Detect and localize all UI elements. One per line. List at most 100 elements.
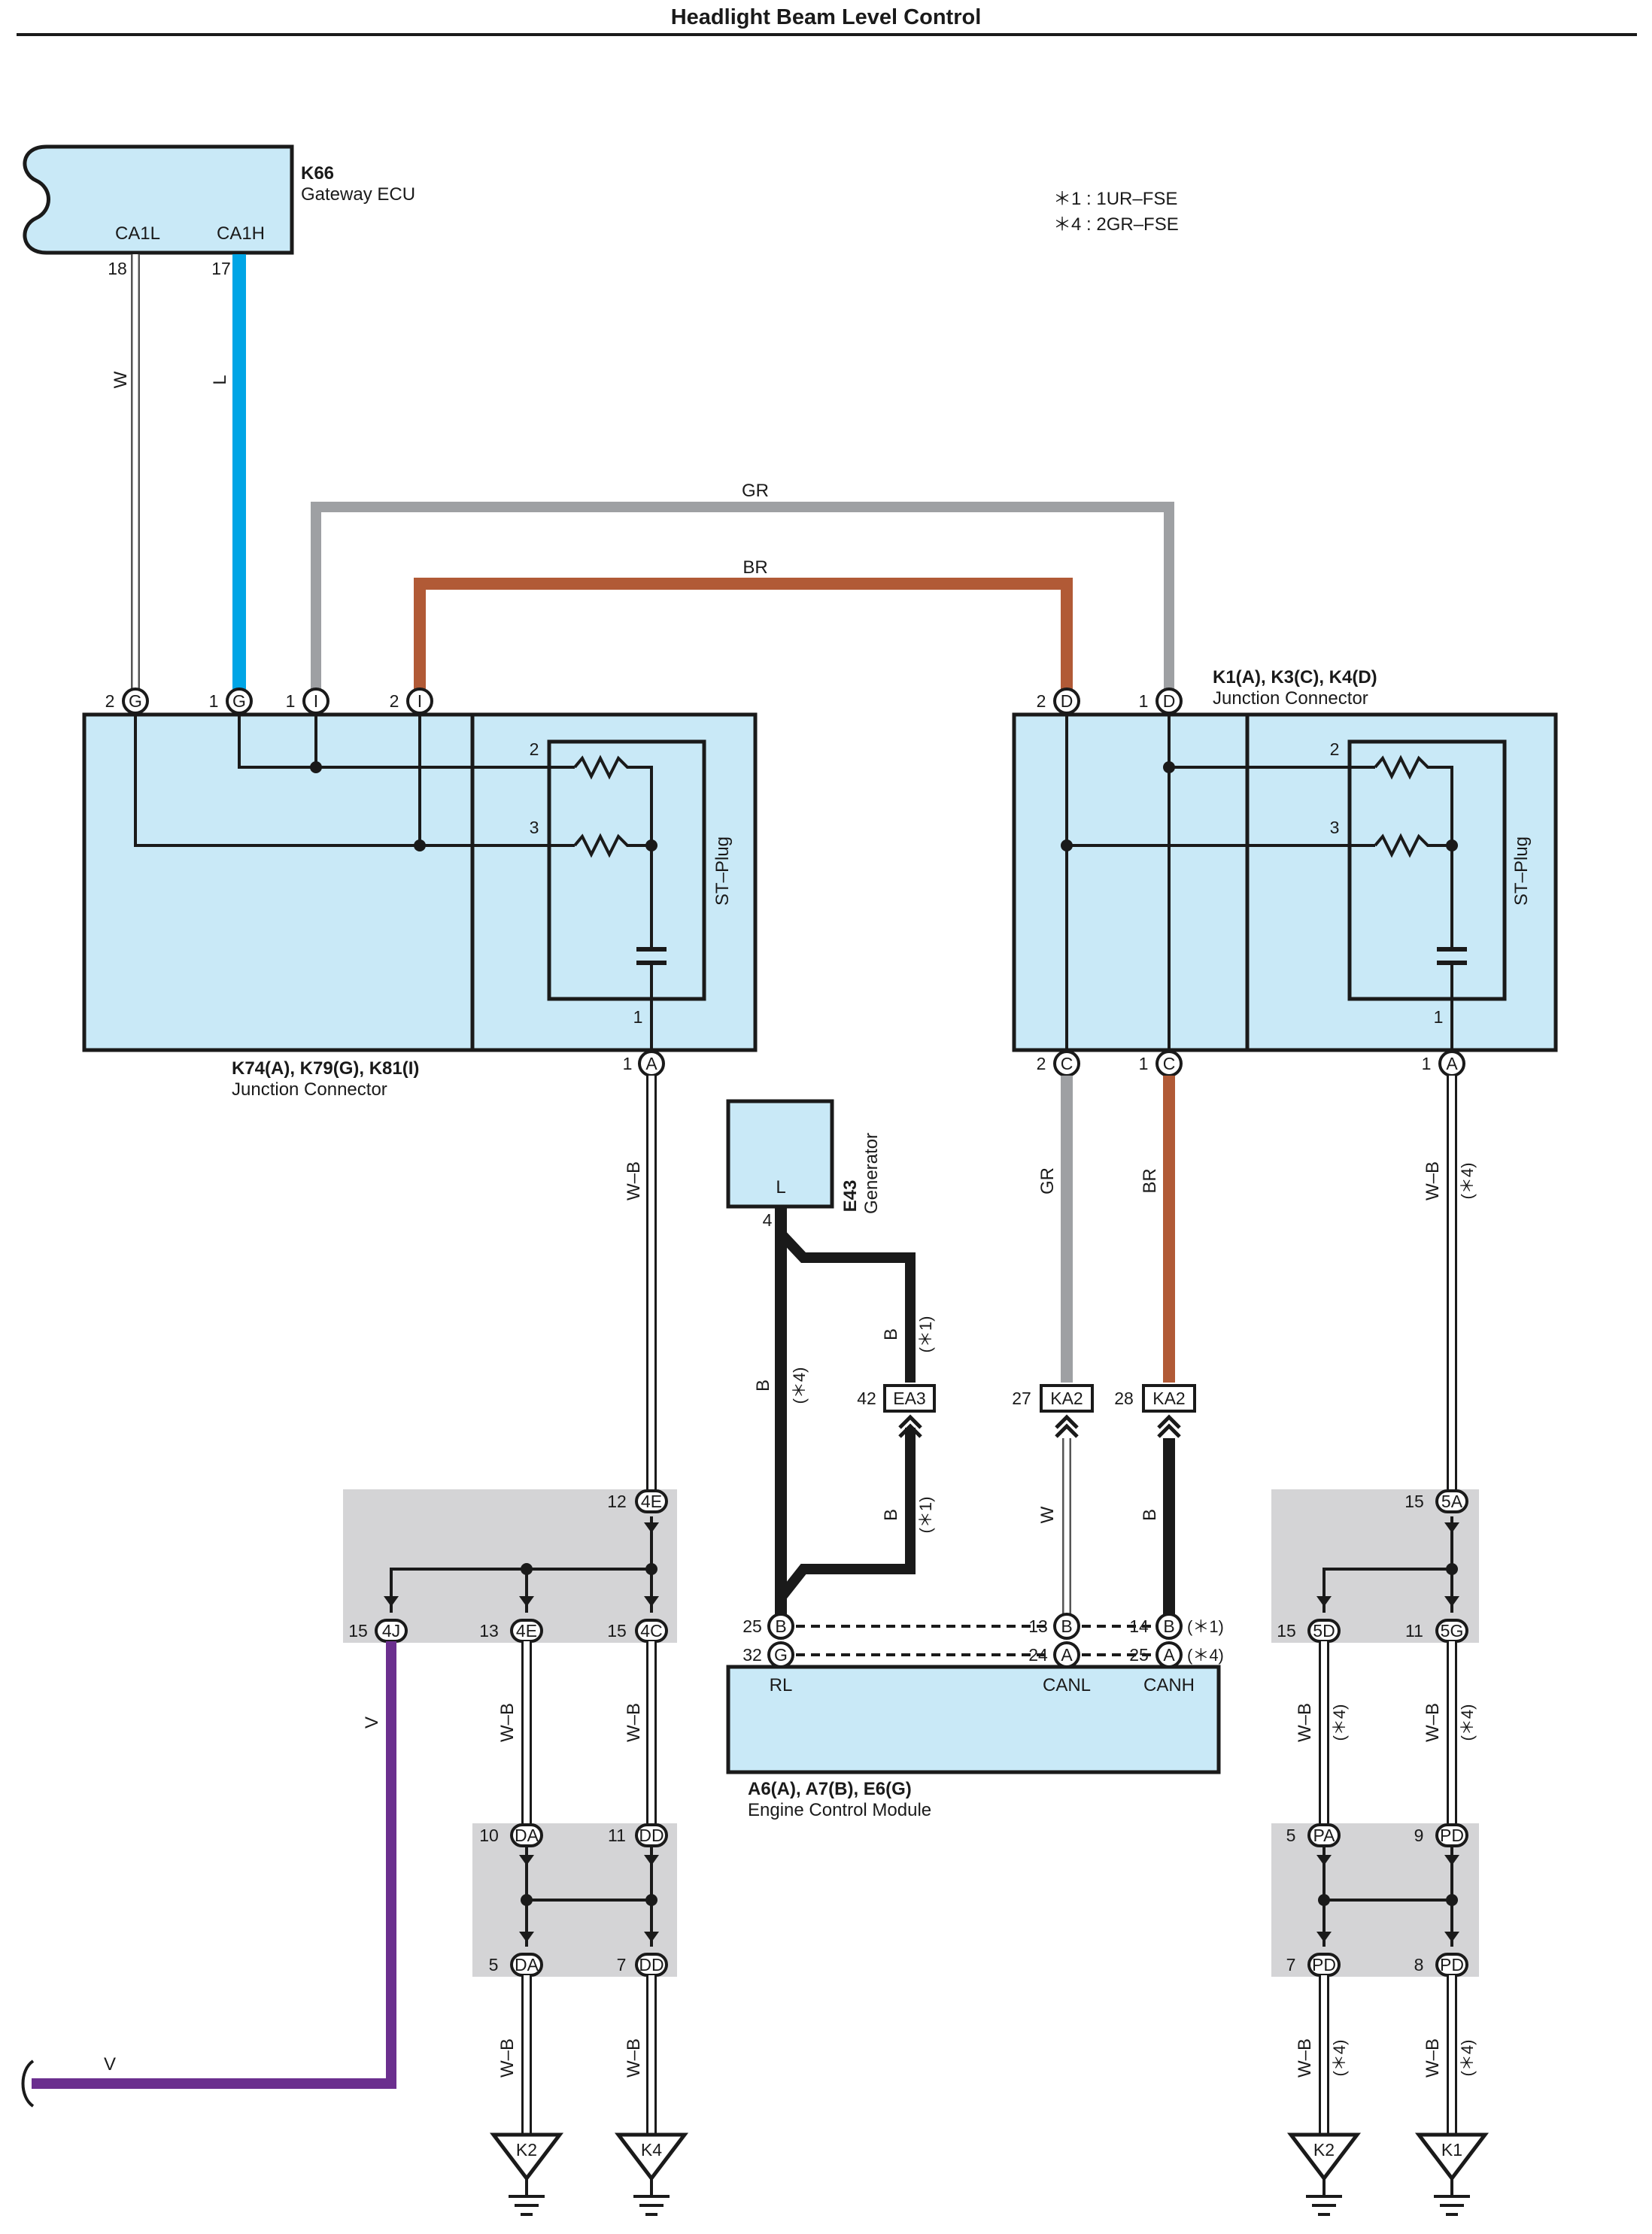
wire-label-br-top: BR [742, 557, 767, 578]
svg-text:1: 1 [623, 1054, 633, 1073]
svg-text:C: C [1061, 1054, 1073, 1073]
svg-text:25: 25 [742, 1616, 762, 1636]
svg-text:25: 25 [1129, 1645, 1149, 1665]
svg-text:7: 7 [1286, 1955, 1296, 1974]
engine-control-module: RL CANL CANH A6(A), A7(B), E6(G) Engine … [726, 1613, 1224, 1820]
connector-ea3: EA3 42 [857, 1384, 936, 1438]
wire-note-5d: (＊4) [1330, 1704, 1349, 1741]
svg-text:B: B [775, 1616, 786, 1636]
ecm-terminal-canl: CANL [1043, 1675, 1091, 1695]
ground-k2-left: K2 [489, 2132, 564, 2216]
generator-pin-num: 4 [763, 1210, 773, 1230]
splice-pin-15-5a: 5A 15 [1405, 1489, 1468, 1513]
svg-text:1: 1 [1422, 1054, 1432, 1073]
note-4: ＊4 : 2GR–FSE [1053, 214, 1179, 235]
right-junction-connector: ST–Plug 2 3 1 D 2 D 1 C 2 [1012, 667, 1558, 1077]
wire-label-b-canh: B [1140, 1509, 1160, 1521]
left-plug-pin-3: 3 [530, 818, 539, 837]
left-jc-pin-1g: G 1 [209, 688, 253, 715]
svg-text:4J: 4J [382, 1621, 400, 1641]
wire-label-wb-4e: W–B [497, 1703, 518, 1742]
splice-pin-11-dd: DD 11 [608, 1823, 668, 1847]
left-jc-pin-2i: I 2 [390, 688, 433, 715]
svg-text:2: 2 [105, 691, 115, 711]
svg-text:KA2: KA2 [1050, 1389, 1083, 1408]
svg-text:K2: K2 [1313, 2140, 1335, 2160]
svg-text:15: 15 [607, 1621, 627, 1641]
wire-label-wb-5d: W–B [1295, 1703, 1315, 1742]
splice-pin-9-pd: PD 9 [1414, 1823, 1468, 1847]
wire-label-v: V [362, 1716, 382, 1729]
ecm-name: Engine Control Module [748, 1800, 931, 1820]
wire-note-pd8: (＊4) [1458, 2040, 1477, 2077]
svg-text:5A: 5A [1441, 1492, 1463, 1511]
wire-label-wb-da: W–B [497, 2038, 518, 2078]
gateway-ecu-code: K66 [301, 163, 334, 184]
ecm-pin-25b: B 25 [742, 1613, 794, 1640]
wire-label-wb-4c: W–B [624, 1703, 644, 1742]
wire-label-wb-dd: W–B [624, 2038, 644, 2078]
note-1: ＊1 : 1UR–FSE [1053, 189, 1177, 209]
wire-note-5g: (＊4) [1458, 1704, 1477, 1741]
left-plug-pin-1: 1 [633, 1007, 643, 1027]
splice-pin-7-dd: DD 7 [617, 1953, 668, 1977]
splice-pin-10-da: DA 10 [479, 1823, 543, 1847]
svg-text:4C: 4C [640, 1621, 662, 1641]
svg-text:2: 2 [1037, 691, 1046, 711]
svg-text:I: I [314, 691, 318, 711]
svg-text:PD: PD [1312, 1955, 1336, 1974]
wire-label-gen-b: B [753, 1380, 773, 1392]
splice-pin-5-pa: PA 5 [1286, 1823, 1341, 1847]
wire-label-wb-pd7: W–B [1295, 2038, 1315, 2078]
svg-text:A: A [1163, 1645, 1175, 1665]
wire-note-right-4: (＊4) [1458, 1163, 1477, 1200]
svg-text:5G: 5G [1441, 1621, 1464, 1641]
svg-text:9: 9 [1414, 1826, 1424, 1845]
connector-ka2-27: KA2 27 [1012, 1384, 1094, 1438]
connector-ka2-28: KA2 28 [1114, 1384, 1196, 1438]
right-jc-name: Junction Connector [1213, 688, 1368, 709]
right-jc-code: K1(A), K3(C), K4(D) [1213, 667, 1377, 688]
svg-text:12: 12 [607, 1492, 627, 1511]
wire-label-wb-pd8: W–B [1423, 2038, 1443, 2078]
wire-label-w-canl: W [1037, 1506, 1058, 1523]
right-jc-pin-1a: A 1 [1422, 1050, 1465, 1077]
left-st-plug-label: ST–Plug [712, 836, 733, 906]
wire-label-gr-top: GR [742, 481, 769, 501]
wire-label-wb-left: W–B [624, 1161, 644, 1200]
wire-label-l: L [210, 375, 230, 384]
generator-name: Generator [861, 1133, 882, 1214]
svg-text:11: 11 [608, 1826, 626, 1845]
svg-text:KA2: KA2 [1152, 1389, 1185, 1408]
svg-text:8: 8 [1414, 1955, 1424, 1974]
svg-text:D: D [1061, 691, 1073, 711]
wire-note-ea3-1-top: (＊1) [916, 1316, 935, 1353]
splice-pin-15-4j: 4J 15 [348, 1619, 408, 1643]
splice-pin-15-5d: 5D 15 [1277, 1619, 1341, 1643]
ecm-note-4: (＊4) [1187, 1646, 1224, 1665]
svg-text:K1: K1 [1441, 2140, 1462, 2160]
ecu-pin-ca1l-name: CA1L [115, 223, 160, 244]
svg-text:DA: DA [515, 1826, 539, 1845]
svg-text:C: C [1163, 1054, 1176, 1073]
svg-text:1: 1 [1139, 691, 1149, 711]
svg-text:B: B [1061, 1616, 1072, 1636]
page-title: Headlight Beam Level Control [671, 5, 982, 29]
svg-text:32: 32 [742, 1645, 762, 1665]
right-plug-pin-1: 1 [1434, 1007, 1444, 1027]
ecu-pin-ca1h-name: CA1H [217, 223, 265, 244]
wire-b-ea3-ecm [776, 1428, 916, 1601]
wire-label-ea3-b-bot: B [881, 1509, 901, 1521]
splice-pin-12-4e: 4E 12 [607, 1489, 668, 1513]
generator-pin-name: L [776, 1177, 785, 1197]
ecm-pin-14b: B 14 [1129, 1613, 1183, 1640]
svg-text:1: 1 [209, 691, 219, 711]
svg-text:15: 15 [1405, 1492, 1424, 1511]
wire-gr-top [311, 502, 1174, 691]
ecm-pin-32g: G 32 [742, 1641, 794, 1668]
left-plug-pin-2: 2 [530, 739, 539, 759]
ecm-code: A6(A), A7(B), E6(G) [748, 1779, 912, 1799]
svg-text:4E: 4E [516, 1621, 537, 1641]
svg-text:14: 14 [1129, 1616, 1149, 1636]
ecm-note-1: (＊1) [1187, 1617, 1224, 1636]
